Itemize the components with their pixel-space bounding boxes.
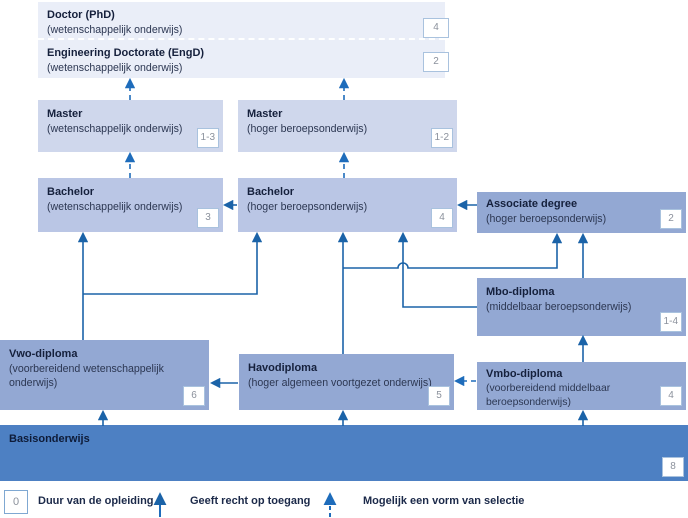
box-subtitle: (wetenschappelijk onderwijs)	[47, 201, 183, 213]
duration-badge: 1-4	[659, 312, 682, 332]
box-title: Havodiploma	[248, 362, 318, 374]
box-title: Basisonderwijs	[9, 433, 90, 445]
legend-duration-label: Duur van de opleiding	[38, 495, 154, 507]
duration-badge: 1-2	[430, 128, 453, 148]
box-mbo-diploma: Mbo-diploma (middelbaar beroepsonderwijs…	[477, 278, 686, 336]
duration-badge: 2	[423, 52, 449, 72]
duration-badge: 4	[423, 18, 449, 38]
duration-badge: 1-3	[196, 128, 219, 148]
box-subtitle: (hoger beroepsonderwijs)	[247, 201, 368, 213]
box-title: Bachelor	[247, 186, 295, 198]
box-subtitle: (hoger beroepsonderwijs)	[486, 213, 607, 225]
box-title: Master	[247, 108, 283, 120]
box-subtitle: (middelbaar beroepsonderwijs)	[486, 301, 632, 313]
box-subtitle: (voorbereidend wetenschappelijk onderwij…	[9, 363, 164, 389]
box-doctor-phd: Doctor (PhD) (wetenschappelijk onderwijs…	[38, 2, 449, 40]
box-title: Bachelor	[47, 186, 95, 198]
dashed-arrow-icon	[323, 492, 337, 517]
legend: 0 Duur van de opleiding Geeft recht op t…	[0, 487, 688, 518]
legend-dashed-arrow-label: Mogelijk een vorm van selectie	[363, 495, 525, 507]
box-title: Associate degree	[486, 198, 578, 210]
box-title: Vwo-diploma	[9, 348, 78, 360]
duration-badge: 3	[197, 208, 219, 228]
duration-badge: 8	[662, 457, 684, 477]
duration-badge: 4	[431, 208, 453, 228]
duration-badge: 5	[428, 386, 450, 406]
box-subtitle: (hoger beroepsonderwijs)	[247, 123, 368, 135]
box-vwo-diploma: Vwo-diploma (voorbereidend wetenschappel…	[0, 340, 209, 410]
box-basisonderwijs: Basisonderwijs 8	[0, 425, 688, 481]
box-bachelor-wo: Bachelor (wetenschappelijk onderwijs) 3	[38, 178, 223, 232]
box-doctor-engd: Doctor (PhD) (wetenschappelijk onderwijs…	[38, 2, 449, 78]
box-master-wo: Master (wetenschappelijk onderwijs) 1-3	[38, 100, 223, 152]
box-havodiploma: Havodiploma (hoger algemeen voortgezet o…	[239, 354, 454, 410]
box-subtitle: (wetenschappelijk onderwijs)	[47, 24, 183, 36]
box-subtitle: (wetenschappelijk onderwijs)	[47, 123, 183, 135]
duration-badge-icon: 0	[4, 490, 28, 514]
duration-badge: 2	[660, 209, 682, 229]
box-master-hbo: Master (hoger beroepsonderwijs) 1-2	[238, 100, 457, 152]
box-engineering-doctorate: Engineering Doctorate (EngD) (wetenschap…	[38, 40, 449, 78]
box-title: Vmbo-diploma	[486, 368, 563, 380]
box-subtitle: (voorbereidend middelbaar beroepsonderwi…	[486, 383, 611, 408]
legend-solid-arrow-label: Geeft recht op toegang	[190, 495, 311, 507]
duration-badge: 6	[183, 386, 205, 406]
box-title: Doctor (PhD)	[47, 9, 115, 21]
box-bachelor-hbo: Bachelor (hoger beroepsonderwijs) 4	[238, 178, 457, 232]
box-associate-degree: Associate degree (hoger beroepsonderwijs…	[477, 192, 686, 233]
box-title: Engineering Doctorate (EngD)	[47, 47, 205, 59]
duration-badge: 4	[660, 386, 682, 406]
box-vmbo-diploma: Vmbo-diploma (voorbereidend middelbaar b…	[477, 362, 686, 410]
box-title: Mbo-diploma	[486, 286, 555, 298]
box-subtitle: (hoger algemeen voortgezet onderwijs)	[248, 377, 432, 389]
solid-arrow-icon	[153, 492, 167, 517]
box-subtitle: (wetenschappelijk onderwijs)	[47, 62, 183, 74]
box-title: Master	[47, 108, 83, 120]
